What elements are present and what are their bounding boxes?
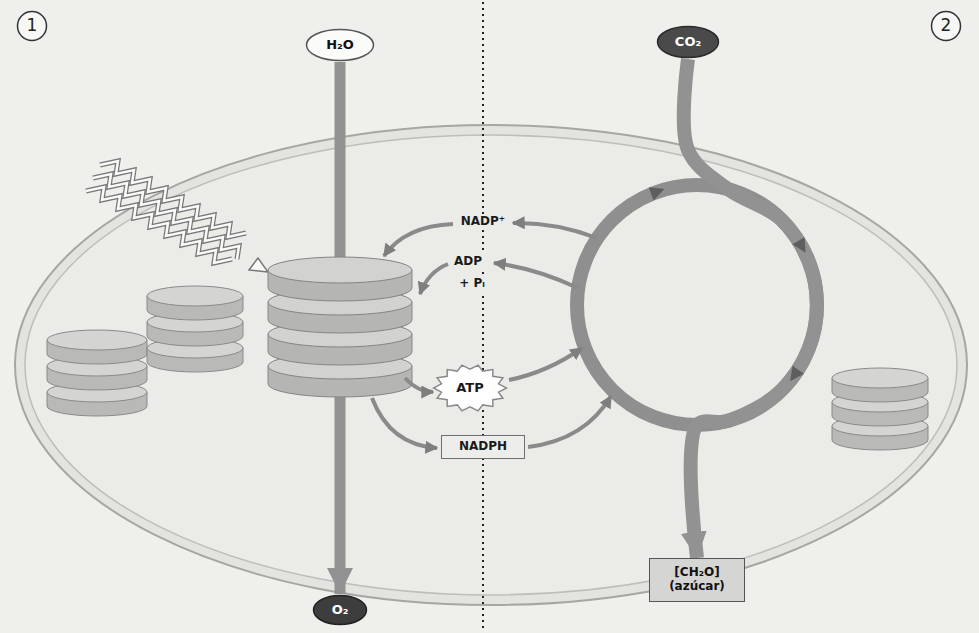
callout-number: 2 xyxy=(930,10,962,42)
cofactor-arrow xyxy=(384,224,453,256)
light-ray xyxy=(93,174,239,259)
chloroplast-inner-membrane xyxy=(25,135,957,595)
cofactor-arrows xyxy=(372,223,611,448)
node-text: O₂ xyxy=(332,603,349,618)
flow-arrow xyxy=(684,59,817,558)
callout-number: 1 xyxy=(16,10,48,42)
oval-shape xyxy=(932,12,961,41)
molecule-oval: H₂O xyxy=(305,28,375,62)
node-text: NADPH xyxy=(459,440,507,454)
thylakoid-stack xyxy=(268,257,412,397)
molecule-label: NADP⁺ xyxy=(458,214,508,230)
cofactor-arrow xyxy=(372,398,437,448)
node-text: [CH₂O] (azúcar) xyxy=(660,566,734,594)
molecule-label: + Pᵢ xyxy=(456,276,488,292)
chloroplast-outer-membrane xyxy=(15,125,967,605)
node-text: CO₂ xyxy=(675,35,701,50)
thylakoid-disc xyxy=(268,257,412,283)
thylakoid-disc xyxy=(832,368,928,388)
light-rays xyxy=(86,161,268,272)
cofactor-arrow xyxy=(528,396,611,447)
thylakoid-stack xyxy=(47,330,147,416)
thylakoid-disc xyxy=(47,330,147,350)
cycle-chevron xyxy=(790,366,804,382)
cofactor-arrow xyxy=(494,263,578,288)
light-ray xyxy=(86,187,232,263)
cofactor-arrow xyxy=(509,348,582,380)
molecule-oval: CO₂ xyxy=(656,25,720,59)
oval-shape xyxy=(314,596,367,625)
cofactor-arrow xyxy=(513,223,597,238)
light-ray xyxy=(93,174,239,259)
cofactor-arrow xyxy=(405,378,433,392)
node-text: H₂O xyxy=(326,38,354,53)
cycle-chevron xyxy=(649,187,665,200)
thylakoid-disc xyxy=(147,286,243,306)
oval-shape xyxy=(658,27,719,58)
node-text: ATP xyxy=(456,381,483,396)
thylakoid-stack xyxy=(147,286,243,372)
node-text: 2 xyxy=(941,16,952,36)
dotted-divider xyxy=(482,2,484,631)
product-box: [CH₂O] (azúcar) xyxy=(649,558,745,602)
molecule-oval: O₂ xyxy=(312,594,368,626)
cycle-direction-marks xyxy=(649,187,806,381)
light-ray-head xyxy=(249,258,268,272)
molecule-box: NADPH xyxy=(441,435,525,459)
cycle-chevron xyxy=(792,237,805,253)
thylakoid-stack xyxy=(832,368,928,450)
molecule-label: ADP xyxy=(451,254,485,270)
cofactor-arrow xyxy=(420,264,448,294)
node-text: 1 xyxy=(27,16,38,36)
light-ray xyxy=(86,187,232,263)
oval-shape xyxy=(307,30,374,61)
oval-shape xyxy=(18,12,47,41)
starburst-shape xyxy=(434,365,507,411)
atp-burst: ATP xyxy=(432,363,508,413)
